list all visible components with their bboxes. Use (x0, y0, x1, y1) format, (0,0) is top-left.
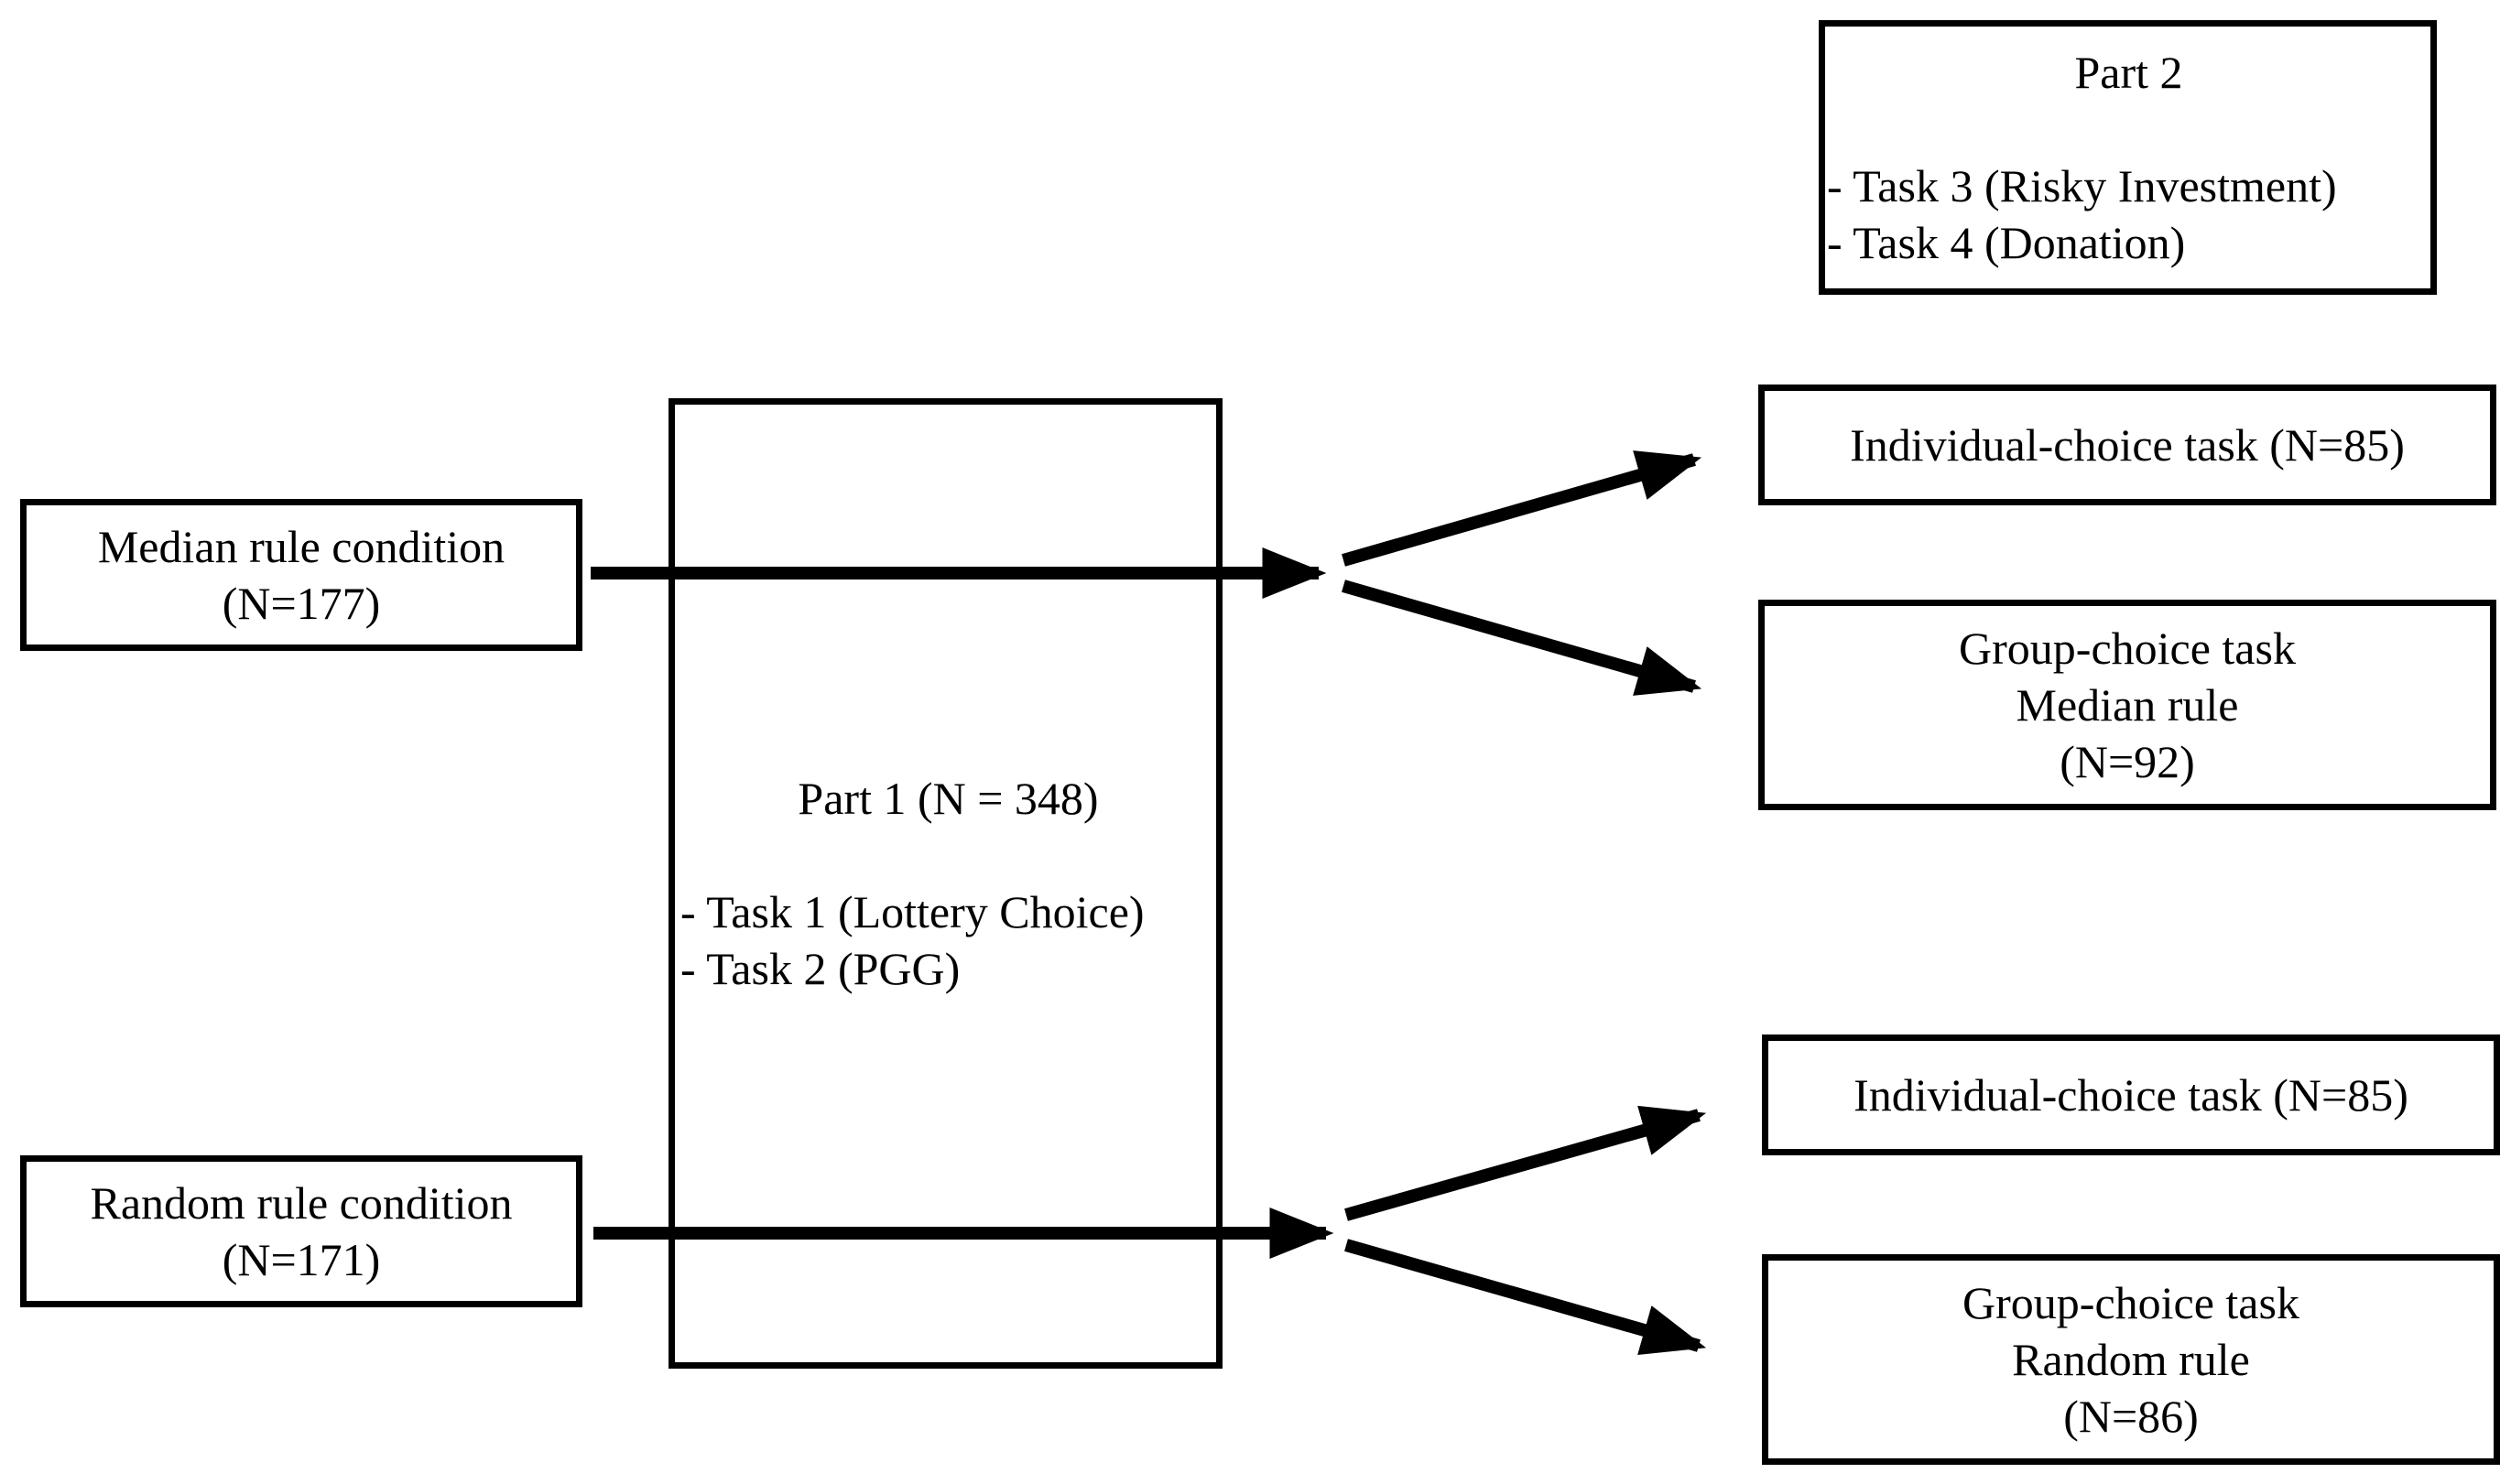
random-rule-condition-count: (N=171) (222, 1234, 381, 1285)
part2-task3: - Task 3 (Risky Investment) (1827, 160, 2337, 211)
part1-box: Part 1 (N = 348) - Task 1 (Lottery Choic… (669, 398, 1223, 1369)
random-group-choice-count: (N=86) (2063, 1391, 2199, 1442)
median-to-individual-arrow (1342, 450, 1702, 567)
random-individual-choice-label: Individual-choice task (N=85) (1853, 1069, 2408, 1121)
median-individual-choice-label: Individual-choice task (N=85) (1850, 419, 2405, 471)
median-individual-choice-box: Individual-choice task (N=85) (1758, 385, 2496, 505)
random-to-individual-arrow (1344, 1105, 1707, 1221)
part1-task1: - Task 1 (Lottery Choice) (680, 886, 1145, 937)
random-to-group-arrow (1344, 1239, 1707, 1355)
median-group-choice-rule: Median rule (2016, 679, 2239, 731)
part2-task4: - Task 4 (Donation) (1827, 217, 2186, 268)
median-group-choice-count: (N=92) (2060, 736, 2195, 787)
random-group-choice-rule: Random rule (2012, 1334, 2250, 1385)
random-rule-condition-label: Random rule condition (90, 1177, 513, 1229)
median-rule-condition-count: (N=177) (222, 578, 381, 629)
median-group-choice-box: Group-choice task Median rule (N=92) (1758, 600, 2496, 810)
part2-box: Part 2 - Task 3 (Risky Investment) - Tas… (1819, 20, 2437, 295)
random-group-choice-box: Group-choice task Random rule (N=86) (1762, 1254, 2500, 1465)
random-group-choice-label: Group-choice task (1962, 1277, 2299, 1328)
median-group-choice-label: Group-choice task (1959, 623, 2296, 674)
random-rule-condition-box: Random rule condition (N=171) (20, 1155, 582, 1307)
median-rule-condition-label: Median rule condition (97, 521, 505, 572)
median-to-group-arrow (1342, 580, 1702, 696)
median-rule-condition-box: Median rule condition (N=177) (20, 499, 582, 651)
part2-title: Part 2 (2074, 47, 2183, 98)
part1-title: Part 1 (N = 348) (798, 773, 1099, 824)
part1-task2: - Task 2 (PGG) (680, 943, 961, 994)
random-individual-choice-box: Individual-choice task (N=85) (1762, 1034, 2500, 1155)
